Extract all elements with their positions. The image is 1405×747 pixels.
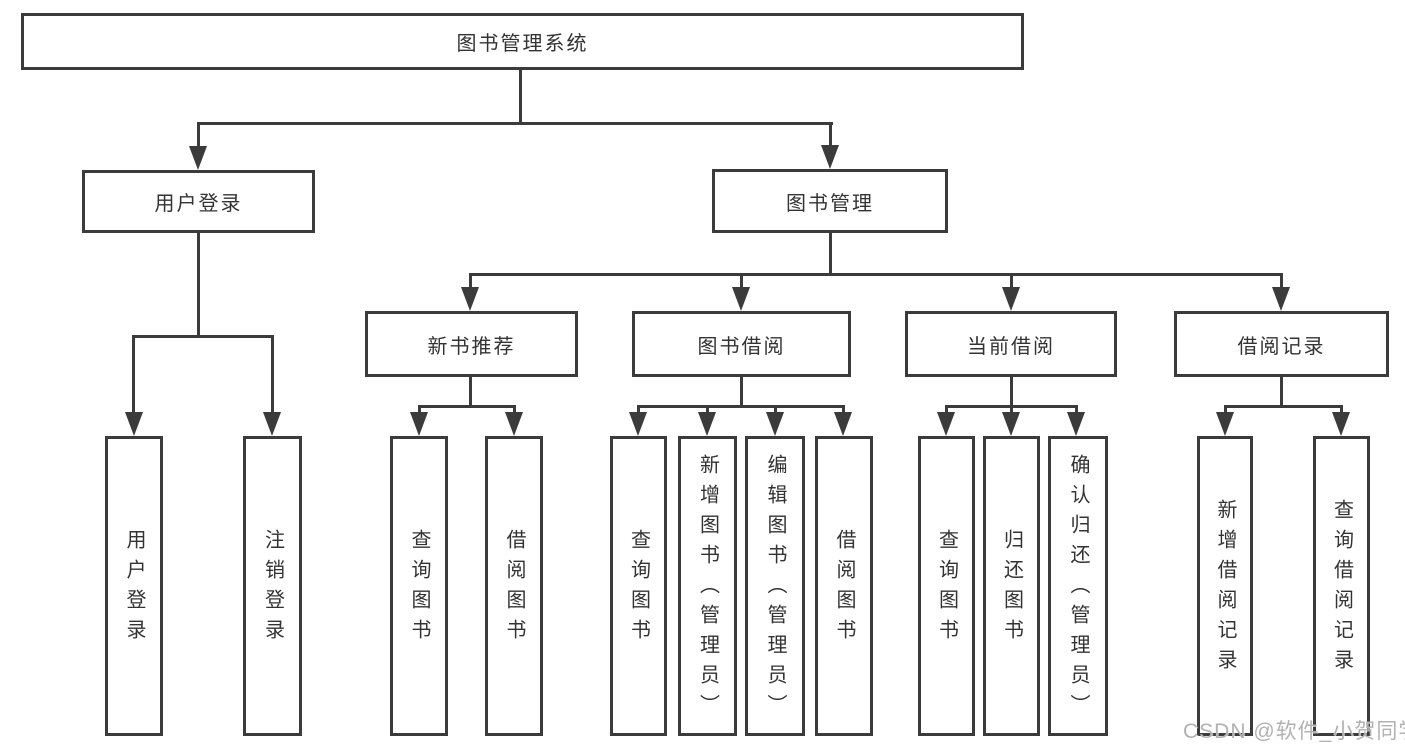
arrow-down-icon [410, 412, 428, 436]
arrow-down-icon [1067, 412, 1085, 436]
connector-line [197, 233, 200, 338]
connector-line [418, 405, 516, 408]
connector-line [706, 405, 709, 414]
arrow-down-icon [766, 412, 784, 436]
node-user-login: 用户登录 [82, 170, 315, 233]
arrow-down-icon [263, 412, 281, 436]
leaf-query-books-recommend-label: 查询图书 [408, 529, 430, 649]
connector-line [740, 273, 743, 289]
leaf-query-books-recommend: 查询图书 [390, 436, 448, 736]
connector-line [1280, 377, 1283, 408]
leaf-query-books-borrowing-label: 查询图书 [627, 529, 650, 649]
arrow-down-icon [1002, 287, 1020, 311]
arrow-down-icon [461, 287, 479, 311]
connector-line [637, 405, 640, 414]
node-new-book-recommend: 新书推荐 [365, 311, 578, 377]
node-book-management-label: 图书管理 [786, 192, 874, 215]
connector-line [1280, 273, 1283, 289]
connector-line [513, 405, 516, 414]
leaf-edit-books-admin: 编辑图书（管理员） [745, 436, 805, 736]
node-root-system: 图书管理系统 [21, 13, 1024, 70]
node-book-borrowing: 图书借阅 [632, 311, 851, 377]
connector-line [774, 405, 777, 414]
connector-line [945, 405, 948, 414]
leaf-return-books: 归还图书 [983, 436, 1040, 736]
connector-line [469, 273, 1283, 276]
connector-line [1224, 405, 1227, 414]
node-current-borrowing: 当前借阅 [905, 311, 1117, 377]
leaf-confirm-return-admin: 确认归还（管理员） [1048, 436, 1108, 736]
node-borrowing-records: 借阅记录 [1174, 311, 1389, 377]
arrow-down-icon [698, 412, 716, 436]
csdn-watermark: CSDN @软件_小贺同学 [1183, 720, 1405, 743]
arrow-down-icon [505, 412, 523, 436]
node-book-borrowing-label: 图书借阅 [697, 335, 786, 358]
arrow-down-icon [1332, 412, 1350, 436]
connector-line [132, 335, 274, 338]
arrow-down-icon [1216, 412, 1234, 436]
connector-line [1010, 273, 1013, 289]
connector-line [271, 335, 274, 414]
connector-line [418, 405, 421, 414]
connector-line [469, 273, 472, 289]
arrow-down-icon [189, 146, 207, 170]
leaf-confirm-return-admin-label: 确认归还（管理员） [1067, 454, 1089, 724]
leaf-query-books-borrowing: 查询图书 [610, 436, 667, 736]
arrow-down-icon [629, 412, 647, 436]
leaf-logout: 注销登录 [243, 436, 302, 736]
arrow-down-icon [937, 412, 955, 436]
connector-line [637, 405, 845, 408]
connector-line [842, 405, 845, 414]
node-borrowing-records-label: 借阅记录 [1237, 335, 1326, 358]
connector-line [197, 122, 200, 150]
connector-line [1075, 405, 1078, 414]
connector-line [469, 377, 472, 408]
connector-line [1010, 377, 1013, 408]
node-current-borrowing-label: 当前借阅 [967, 335, 1055, 358]
leaf-edit-books-admin-label: 编辑图书（管理员） [764, 454, 786, 724]
connector-line [519, 69, 522, 124]
leaf-borrow-books-label: 借阅图书 [833, 529, 855, 649]
leaf-borrow-books-recommend: 借阅图书 [485, 436, 543, 736]
node-root-system-label: 图书管理系统 [456, 33, 589, 55]
leaf-return-books-label: 归还图书 [1000, 529, 1023, 649]
node-book-management: 图书管理 [712, 169, 948, 233]
leaf-borrow-books: 借阅图书 [815, 436, 873, 736]
leaf-add-books-admin: 新增图书（管理员） [678, 436, 737, 736]
leaf-user-login: 用户登录 [105, 436, 163, 736]
node-new-book-recommend-label: 新书推荐 [427, 335, 516, 358]
connector-line [197, 122, 833, 125]
arrow-down-icon [125, 412, 143, 436]
connector-line [740, 377, 743, 408]
leaf-add-books-admin-label: 新增图书（管理员） [696, 454, 719, 724]
connector-line [829, 233, 832, 276]
connector-line [1224, 405, 1343, 408]
leaf-query-borrow-record-label: 查询借阅记录 [1330, 499, 1353, 679]
leaf-logout-label: 注销登录 [261, 529, 284, 649]
connector-line [1010, 405, 1013, 414]
leaf-query-borrow-record: 查询借阅记录 [1313, 436, 1370, 736]
connector-line [1340, 405, 1343, 414]
arrow-down-icon [1002, 412, 1020, 436]
node-user-login-label: 用户登录 [154, 193, 243, 215]
arrow-down-icon [1272, 287, 1290, 311]
arrow-down-icon [834, 412, 852, 436]
arrow-down-icon [821, 145, 839, 169]
arrow-down-icon [732, 287, 750, 311]
connector-line [829, 122, 832, 150]
leaf-add-borrow-record-label: 新增借阅记录 [1214, 499, 1236, 679]
leaf-borrow-books-recommend-label: 借阅图书 [503, 529, 525, 649]
leaf-query-books-current: 查询图书 [918, 436, 975, 736]
leaf-query-books-current-label: 查询图书 [935, 529, 958, 649]
leaf-add-borrow-record: 新增借阅记录 [1197, 436, 1253, 736]
leaf-user-login-label: 用户登录 [123, 529, 145, 649]
connector-line [132, 335, 135, 414]
